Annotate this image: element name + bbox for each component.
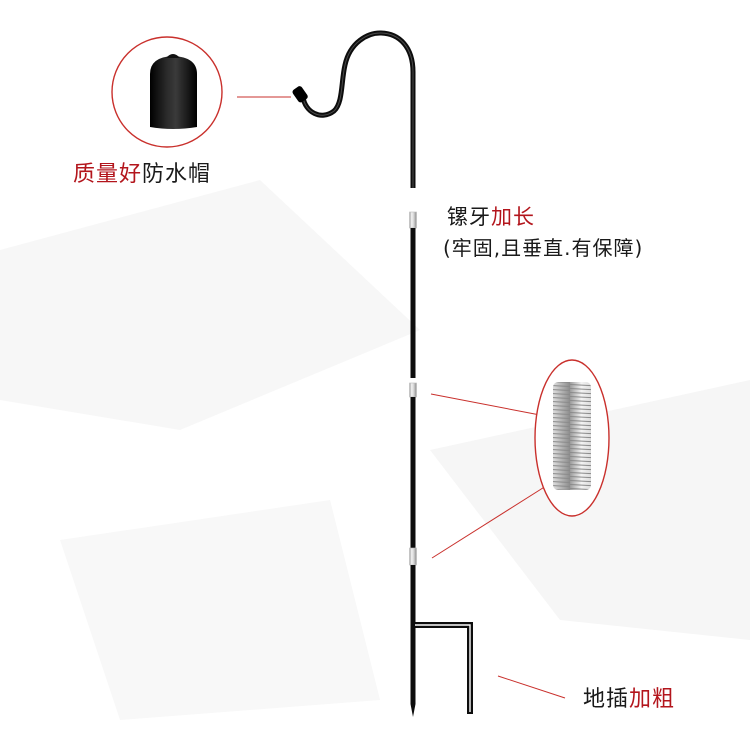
ground-stake-prong (415, 622, 473, 714)
rod-3 (410, 397, 416, 548)
thread-callout-line-lower (431, 485, 547, 559)
rod-3-thread-top (409, 382, 417, 398)
hook-highlight (302, 32, 414, 188)
stake-label-plain: 地插 (583, 687, 630, 712)
thread-label: 镙牙加长 (447, 205, 535, 230)
stake-label: 地插加粗 (583, 687, 675, 713)
hook-end-cap-icon (292, 86, 308, 103)
rod-2 (410, 228, 416, 378)
rod-2-thread-tip (409, 211, 417, 229)
cap-label-rest: 防水帽 (142, 162, 212, 187)
thread-label-highlight: 加长 (491, 205, 535, 229)
threaded-rod-closeup-icon (553, 382, 591, 490)
stake-callout-line (497, 675, 566, 699)
background-patch (430, 380, 750, 640)
background-patch (60, 500, 380, 720)
ground-stake-rod (410, 565, 416, 717)
stake-label-highlight: 加粗 (629, 687, 676, 712)
ground-stake-prong-inner (415, 624, 471, 712)
rod-3-thread-bottom (409, 547, 417, 566)
cap-label-highlight: 质量好 (73, 162, 143, 187)
thread-callout-line-upper (430, 393, 541, 416)
waterproof-cap-top-icon (166, 54, 180, 58)
waterproof-cap-icon (150, 56, 197, 129)
thread-label-plain: 镙牙 (447, 205, 491, 229)
hook-curve (300, 30, 416, 188)
cap-label: 质量好防水帽 (73, 162, 211, 188)
thread-note: (牢固,且垂直.有保障) (443, 236, 644, 260)
background-patch (0, 180, 420, 430)
